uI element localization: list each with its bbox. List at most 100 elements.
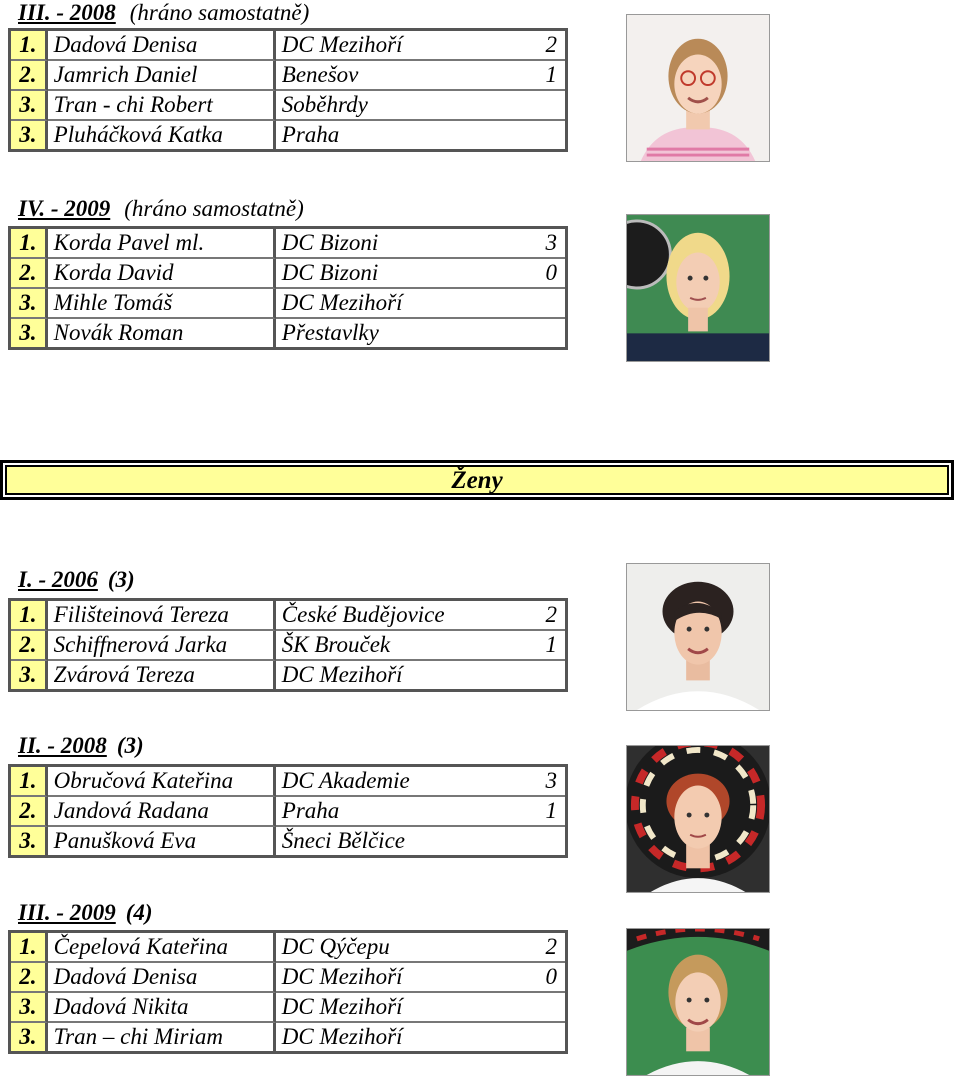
name-cell: Dadová Denisa [47, 963, 276, 993]
section-title: III. - 2008 [18, 0, 116, 25]
section-title: IV. - 2009 [18, 196, 111, 221]
name-cell: Čepelová Kateřina [47, 933, 276, 963]
section-heading: I. - 2006(3) [18, 567, 135, 593]
club-cell: České Budějovice [275, 601, 517, 631]
name-cell: Tran - chi Robert [47, 91, 276, 121]
club-cell: DC Mezihoří [281, 1024, 403, 1049]
score-cell: 1 [516, 797, 565, 827]
score-cell [516, 827, 565, 855]
name-cell: Korda Pavel ml. [47, 229, 276, 259]
winner-photo [626, 14, 770, 162]
winner-photo [626, 214, 770, 362]
rank-cell: 2. [11, 61, 48, 91]
rank-cell: 3. [11, 993, 48, 1023]
section-title: III. - 2009 [18, 900, 116, 925]
club-cell: Praha [275, 797, 517, 827]
name-cell: Panušková Eva [48, 827, 276, 855]
rank-cell: 3. [11, 319, 48, 347]
score-cell: 2 [516, 933, 565, 963]
score-cell [516, 661, 565, 689]
section-title: II. - 2008 [18, 733, 107, 758]
winner-photo [626, 745, 770, 893]
rank-cell: 1. [11, 229, 48, 259]
club-cell: DC Mezihoří [275, 993, 517, 1023]
section-count: (3) [116, 733, 144, 758]
club-cell: DC Akademie [275, 767, 517, 797]
score-cell [516, 289, 565, 319]
section-note: (hráno samostatně) [129, 0, 310, 25]
name-cell: Korda David [47, 259, 276, 289]
score-cell: 1 [516, 61, 565, 91]
club-cell: DC Bizoni [275, 259, 517, 289]
name-cell: Tran – chi Miriam [48, 1023, 276, 1051]
name-cell: Jamrich Daniel [47, 61, 276, 91]
score-cell: 2 [516, 31, 565, 61]
rank-cell: 1. [11, 933, 48, 963]
section-heading: III. - 2009(4) [18, 900, 153, 926]
rank-cell: 2. [11, 259, 48, 289]
section-heading: III. - 2008 (hráno samostatně) [18, 0, 309, 26]
score-cell: 0 [516, 259, 565, 289]
rank-cell: 1. [11, 31, 48, 61]
score-cell: 3 [516, 229, 565, 259]
club-cell: Přestavlky [281, 320, 379, 345]
section-title: I. - 2006 [18, 567, 98, 592]
score-cell: 1 [516, 631, 565, 661]
club-cell: DC Mezihoří [281, 662, 403, 687]
rank-cell: 3. [11, 661, 48, 689]
name-cell: Dadová Nikita [47, 993, 276, 1023]
name-cell: Mihle Tomáš [47, 289, 276, 319]
section-note: (hráno samostatně) [124, 196, 304, 221]
club-cell: Benešov [275, 61, 517, 91]
name-cell: Novák Roman [48, 319, 276, 347]
rank-cell: 2. [11, 631, 48, 661]
name-cell: Schiffnerová Jarka [47, 631, 276, 661]
score-cell: 2 [516, 601, 565, 631]
name-cell: Jandová Radana [47, 797, 276, 827]
club-cell: DC Mezihoří [275, 31, 517, 61]
club-cell: DC Mezihoří [275, 963, 517, 993]
rank-cell: 2. [11, 797, 48, 827]
rank-cell: 1. [11, 601, 48, 631]
rank-cell: 3. [11, 289, 48, 319]
section-heading: IV. - 2009 (hráno samostatně) [18, 196, 304, 222]
club-cell: DC Mezihoří [275, 289, 517, 319]
score-cell [516, 993, 565, 1023]
winner-photo [626, 928, 770, 1076]
score-cell [516, 319, 565, 347]
club-cell: Soběhrdy [275, 91, 517, 121]
club-cell: ŠK Brouček [275, 631, 517, 661]
rank-cell: 3. [11, 91, 48, 121]
rank-cell: 3. [11, 121, 48, 149]
club-cell: DC Qýčepu [275, 933, 517, 963]
score-cell: 3 [516, 767, 565, 797]
name-cell: Filišteinová Tereza [47, 601, 276, 631]
category-banner: Ženy [0, 460, 954, 500]
rank-cell: 1. [11, 767, 48, 797]
section-heading: II. - 2008 (3) [18, 733, 144, 759]
score-cell [516, 121, 565, 149]
name-cell: Pluháčková Katka [48, 121, 276, 149]
rank-cell: 2. [11, 963, 48, 993]
name-cell: Zvárová Tereza [48, 661, 276, 689]
name-cell: Dadová Denisa [47, 31, 276, 61]
winner-photo [626, 563, 770, 711]
